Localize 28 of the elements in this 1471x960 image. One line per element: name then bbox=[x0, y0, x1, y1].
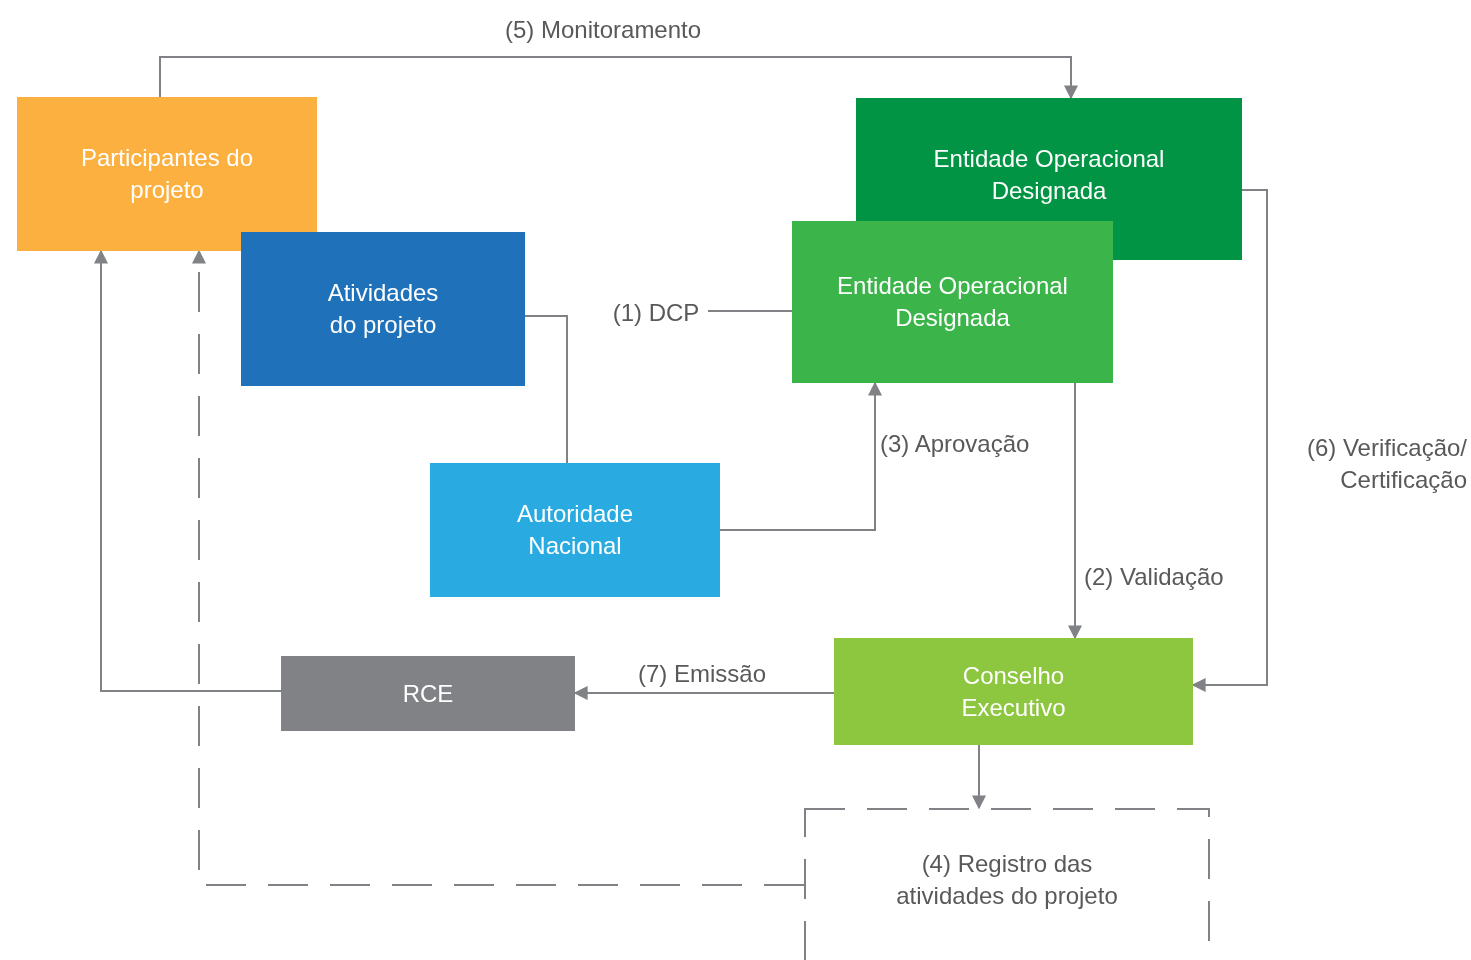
arrow bbox=[972, 744, 986, 810]
node-label: Autoridade Nacional bbox=[515, 499, 635, 561]
edge-label: (6) Verificação/ Certificação bbox=[1305, 433, 1467, 495]
node-label: Atividades do projeto bbox=[326, 278, 440, 340]
arrow bbox=[94, 249, 282, 692]
process-box bbox=[430, 463, 720, 597]
process-box bbox=[792, 221, 1113, 383]
box-label: (4) Registro das atividades do projeto bbox=[895, 849, 1119, 911]
node-label: Participantes do projeto bbox=[79, 143, 255, 205]
node-label: (1) DCP bbox=[612, 298, 700, 328]
arrow bbox=[1068, 382, 1082, 640]
process-box bbox=[241, 232, 525, 386]
edge-label: (7) Emissão bbox=[638, 659, 767, 689]
process-box bbox=[856, 98, 1242, 221]
edge-label: (5) Monitoramento bbox=[505, 15, 702, 45]
node-label: Entidade Operacional Designada bbox=[836, 271, 1069, 333]
arrow bbox=[192, 249, 805, 886]
node-label: Entidade Operacional Designada bbox=[932, 143, 1166, 206]
arrow bbox=[159, 56, 1078, 100]
process-box bbox=[834, 638, 1193, 745]
dashed-box bbox=[804, 808, 1210, 960]
node-label: Conselho Executivo bbox=[960, 660, 1067, 723]
arrow bbox=[719, 381, 882, 531]
edge-label: (2) Validação bbox=[1084, 562, 1224, 592]
node-label: RCE bbox=[402, 678, 454, 709]
process-box bbox=[281, 656, 575, 731]
edge-label: (3) Aprovação bbox=[880, 429, 1030, 459]
process-box bbox=[17, 97, 317, 251]
